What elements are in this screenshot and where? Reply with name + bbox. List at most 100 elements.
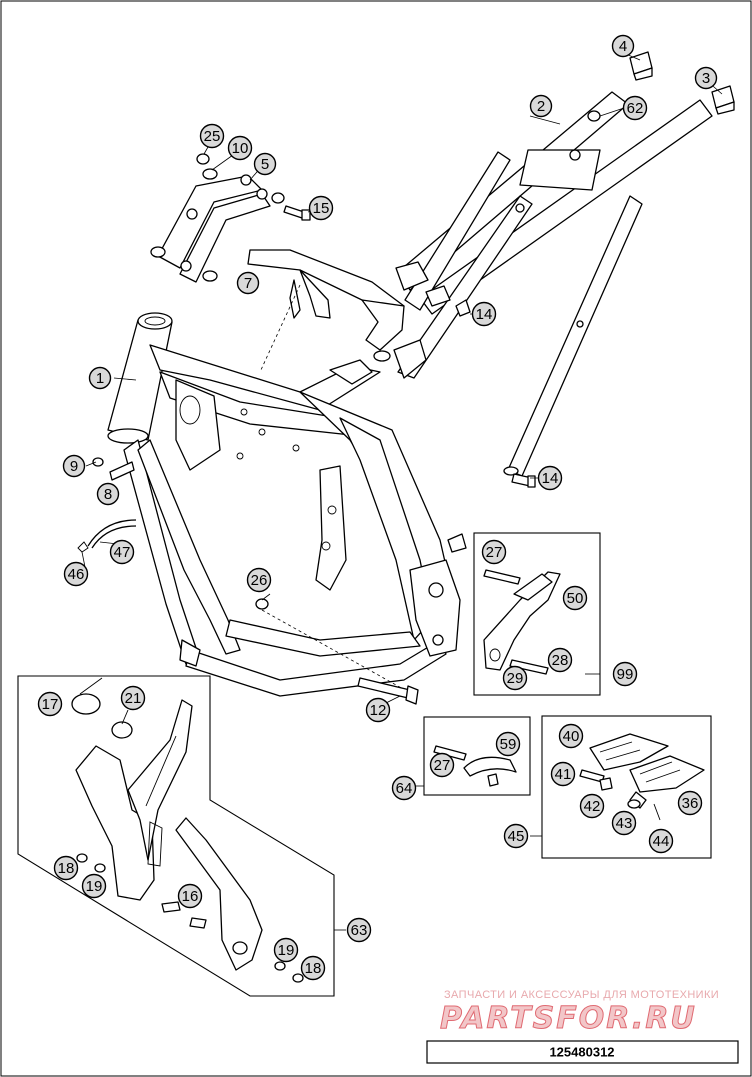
callout-64: 64 — [391, 775, 417, 801]
callout-label: 46 — [68, 566, 85, 583]
callout-circle — [503, 823, 529, 849]
clip-46 — [77, 541, 89, 553]
callout-circle — [612, 661, 638, 687]
callout-label: 8 — [104, 486, 112, 503]
axle-bolt-12 — [357, 677, 419, 705]
washer-right — [271, 192, 285, 204]
callout-5: 5 — [253, 152, 277, 176]
callout-label: 25 — [204, 128, 221, 145]
callout-circle — [677, 790, 703, 816]
callout-circle — [96, 482, 120, 506]
callout-circle — [63, 561, 89, 587]
callout-17: 17 — [37, 691, 63, 717]
callout-circle — [694, 66, 718, 90]
subframe-plug-4 — [629, 51, 653, 81]
callout-15: 15 — [308, 195, 334, 221]
watermark-logo: PARTSFOR.RU — [440, 1001, 697, 1036]
callout-28: 28 — [547, 647, 573, 673]
callout-label: 29 — [507, 670, 524, 687]
footrest-36 — [629, 755, 705, 809]
callout-label: 10 — [232, 140, 249, 157]
callout-label: 1 — [96, 370, 104, 387]
callout-circle — [558, 723, 584, 749]
callout-label: 28 — [552, 652, 569, 669]
callout-59: 59 — [495, 731, 521, 757]
bushing-62 — [587, 110, 601, 122]
callout-label: 4 — [619, 38, 627, 55]
bolt-15 — [283, 205, 311, 221]
callout-label: 45 — [508, 828, 525, 845]
callout-label: 64 — [396, 780, 413, 797]
bolt-8 — [109, 461, 135, 481]
callout-27: 27 — [429, 752, 455, 778]
callout-label: 50 — [567, 590, 584, 607]
callout-label: 43 — [616, 815, 633, 832]
main-frame — [107, 312, 467, 697]
callout-label: 7 — [244, 275, 252, 292]
callout-label: 44 — [653, 833, 670, 850]
callout-circle — [88, 366, 112, 390]
callout-circle — [199, 123, 225, 149]
callout-99: 99 — [612, 661, 638, 687]
group-box-63 — [17, 675, 335, 997]
callout-7: 7 — [236, 271, 260, 295]
screw-18b — [292, 973, 304, 983]
washer-19b — [274, 961, 286, 971]
callout-circle — [227, 135, 253, 161]
callout-14: 14 — [471, 301, 497, 327]
callout-circle — [391, 775, 417, 801]
callout-50: 50 — [562, 585, 588, 611]
subframe-plug-3 — [711, 85, 735, 115]
callout-21: 21 — [120, 685, 146, 711]
callout-label: 18 — [305, 960, 322, 977]
callout-26: 26 — [246, 567, 272, 593]
callout-circle — [273, 937, 299, 963]
callout-label: 62 — [627, 100, 644, 117]
callout-43: 43 — [611, 810, 637, 836]
subframe — [393, 91, 713, 477]
callout-1: 1 — [88, 366, 112, 390]
bolt-14-lower — [511, 473, 536, 488]
group-box-45 — [541, 715, 712, 859]
callout-4: 4 — [611, 34, 635, 58]
callout-circle — [547, 647, 573, 673]
callout-circle — [648, 828, 674, 854]
callout-label: 18 — [58, 860, 75, 877]
callout-circle — [346, 917, 372, 943]
callout-2: 2 — [529, 94, 553, 118]
callout-14: 14 — [537, 465, 563, 491]
reference-box: 125480312 — [426, 1040, 739, 1064]
callout-circle — [236, 271, 260, 295]
callout-29: 29 — [502, 665, 528, 691]
callout-circle — [109, 539, 135, 565]
callout-circle — [611, 810, 637, 836]
callout-label: 26 — [251, 572, 268, 589]
callout-46: 46 — [63, 561, 89, 587]
callout-circle — [177, 883, 203, 909]
callout-circle — [529, 94, 553, 118]
callout-circle — [120, 685, 146, 711]
washer-left — [150, 246, 166, 258]
callout-label: 16 — [182, 888, 199, 905]
callout-circle — [300, 955, 326, 981]
callout-circle — [481, 539, 507, 565]
callout-18: 18 — [53, 855, 79, 881]
frame-protector-left — [75, 699, 193, 901]
callout-circle — [611, 34, 635, 58]
cable-tie-21 — [111, 709, 133, 739]
top-guard-7 — [247, 249, 405, 373]
callout-circle — [495, 731, 521, 757]
callout-circle — [81, 873, 107, 899]
washer-10 — [202, 168, 218, 180]
callout-label: 63 — [351, 922, 368, 939]
callout-44: 44 — [648, 828, 674, 854]
callout-circle — [308, 195, 334, 221]
watermark-subtitle: ЗАПЧАСТИ И АКСЕССУАРЫ ДЛЯ МОТОТЕХНИКИ — [444, 989, 719, 1001]
callout-circle — [246, 567, 272, 593]
callout-12: 12 — [365, 697, 391, 723]
callout-3: 3 — [694, 66, 718, 90]
callout-label: 5 — [261, 156, 269, 173]
spring-42 — [599, 777, 613, 791]
callout-label: 42 — [584, 798, 601, 815]
